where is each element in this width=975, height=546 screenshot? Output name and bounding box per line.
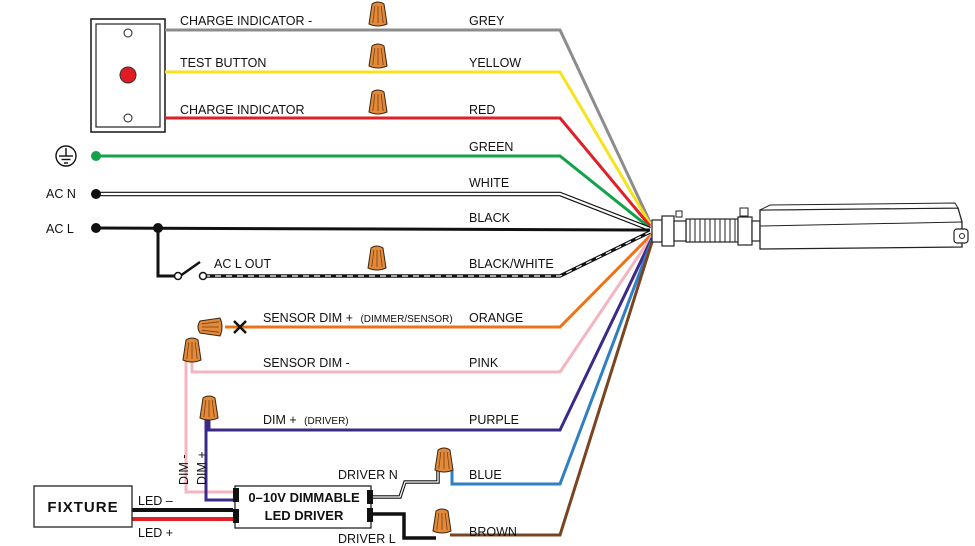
wire-pink-dim <box>184 356 238 494</box>
label-ac-n: AC N <box>46 187 76 201</box>
label-dim-plus: DIM + <box>195 451 209 485</box>
labels: CHARGE INDICATOR - TEST BUTTON CHARGE IN… <box>46 14 554 546</box>
wire-pink <box>190 235 654 374</box>
color-label-orange: ORANGE <box>469 311 523 325</box>
label-sensor-dim-plus: SENSOR DIM + (DIMMER/SENSOR) <box>263 311 453 325</box>
terminals <box>91 151 208 281</box>
label-sensor-dim-minus: SENSOR DIM - <box>263 356 350 370</box>
wire-nut-icon <box>434 447 454 473</box>
ac-l-terminal-dot <box>91 223 101 233</box>
wire-black-white-stripe <box>204 231 651 277</box>
label-driver-n: DRIVER N <box>338 468 398 482</box>
wire-green <box>96 154 651 230</box>
fixture-label: FIXTURE <box>47 499 118 516</box>
color-label-red: RED <box>469 103 495 117</box>
color-label-black-white: BLACK/WHITE <box>469 257 554 271</box>
color-label-purple: PURPLE <box>469 413 519 427</box>
wire-black-branch <box>156 228 176 278</box>
ac-n-terminal-dot <box>91 189 101 199</box>
label-dim-plus-driver: DIM + (DRIVER) <box>263 413 349 427</box>
color-label-white: WHITE <box>469 176 509 190</box>
wire-blue <box>450 239 654 486</box>
color-label-green: GREEN <box>469 140 513 154</box>
color-label-blue: BLUE <box>469 468 502 482</box>
wire-red <box>165 116 652 227</box>
wire-nut-icon <box>368 89 388 115</box>
wires <box>95 28 654 540</box>
color-label-grey: GREY <box>469 14 505 28</box>
junction-dot <box>153 223 163 233</box>
label-led-minus: LED – <box>138 494 173 508</box>
wire-driver-n-stripe <box>372 470 439 498</box>
label-ac-l-out: AC L OUT <box>214 257 272 271</box>
color-label-brown: BROWN <box>469 525 517 539</box>
wire-white <box>96 192 651 231</box>
label-dim-minus: DIM - <box>177 454 191 485</box>
open-switch-icon <box>179 260 201 278</box>
wire-orange <box>225 232 654 329</box>
wire-nut-icon <box>199 395 219 421</box>
wire-nut-icon <box>182 337 202 363</box>
wire-black <box>95 226 651 232</box>
wire-nut-icon <box>197 317 223 337</box>
wire-nut-icon <box>367 245 387 271</box>
label-led-plus: LED + <box>138 526 173 540</box>
color-label-black: BLACK <box>469 211 511 225</box>
label-ac-l: AC L <box>46 222 74 236</box>
led-driver-box: 0–10V DIMMABLE LED DRIVER <box>233 485 373 529</box>
emergency-module-icon <box>651 202 969 250</box>
wire-yellow <box>165 70 652 225</box>
test-button-icon <box>119 66 137 84</box>
ground-symbol-icon <box>55 145 77 167</box>
driver-title-line1: 0–10V DIMMABLE <box>248 490 360 505</box>
wire-purple-dim <box>204 417 238 502</box>
switch-terminal-dot <box>173 271 183 281</box>
wire-nut-icon <box>368 1 388 27</box>
test-switch-plate-icon <box>90 18 166 133</box>
switch-terminal-dot <box>198 271 208 281</box>
label-charge-indicator: CHARGE INDICATOR <box>180 103 305 117</box>
label-driver-l: DRIVER L <box>338 532 396 546</box>
green-terminal-dot <box>91 151 101 161</box>
driver-title-line2: LED DRIVER <box>265 508 344 523</box>
label-test-button: TEST BUTTON <box>180 56 266 70</box>
wire-white-outline <box>96 191 651 232</box>
color-label-yellow: YELLOW <box>469 56 521 70</box>
color-label-pink: PINK <box>469 356 499 370</box>
wire-brown <box>450 241 654 537</box>
label-charge-indicator-minus: CHARGE INDICATOR - <box>180 14 312 28</box>
wire-nuts <box>182 1 454 534</box>
wire-grey <box>165 28 652 223</box>
fixture-box: FIXTURE <box>33 485 133 528</box>
cut-wire-x-icon <box>233 320 247 334</box>
wire-driver-l <box>372 512 436 540</box>
wire-nut-icon <box>368 43 388 69</box>
wire-purple <box>207 237 654 432</box>
wire-nut-icon <box>432 508 452 534</box>
